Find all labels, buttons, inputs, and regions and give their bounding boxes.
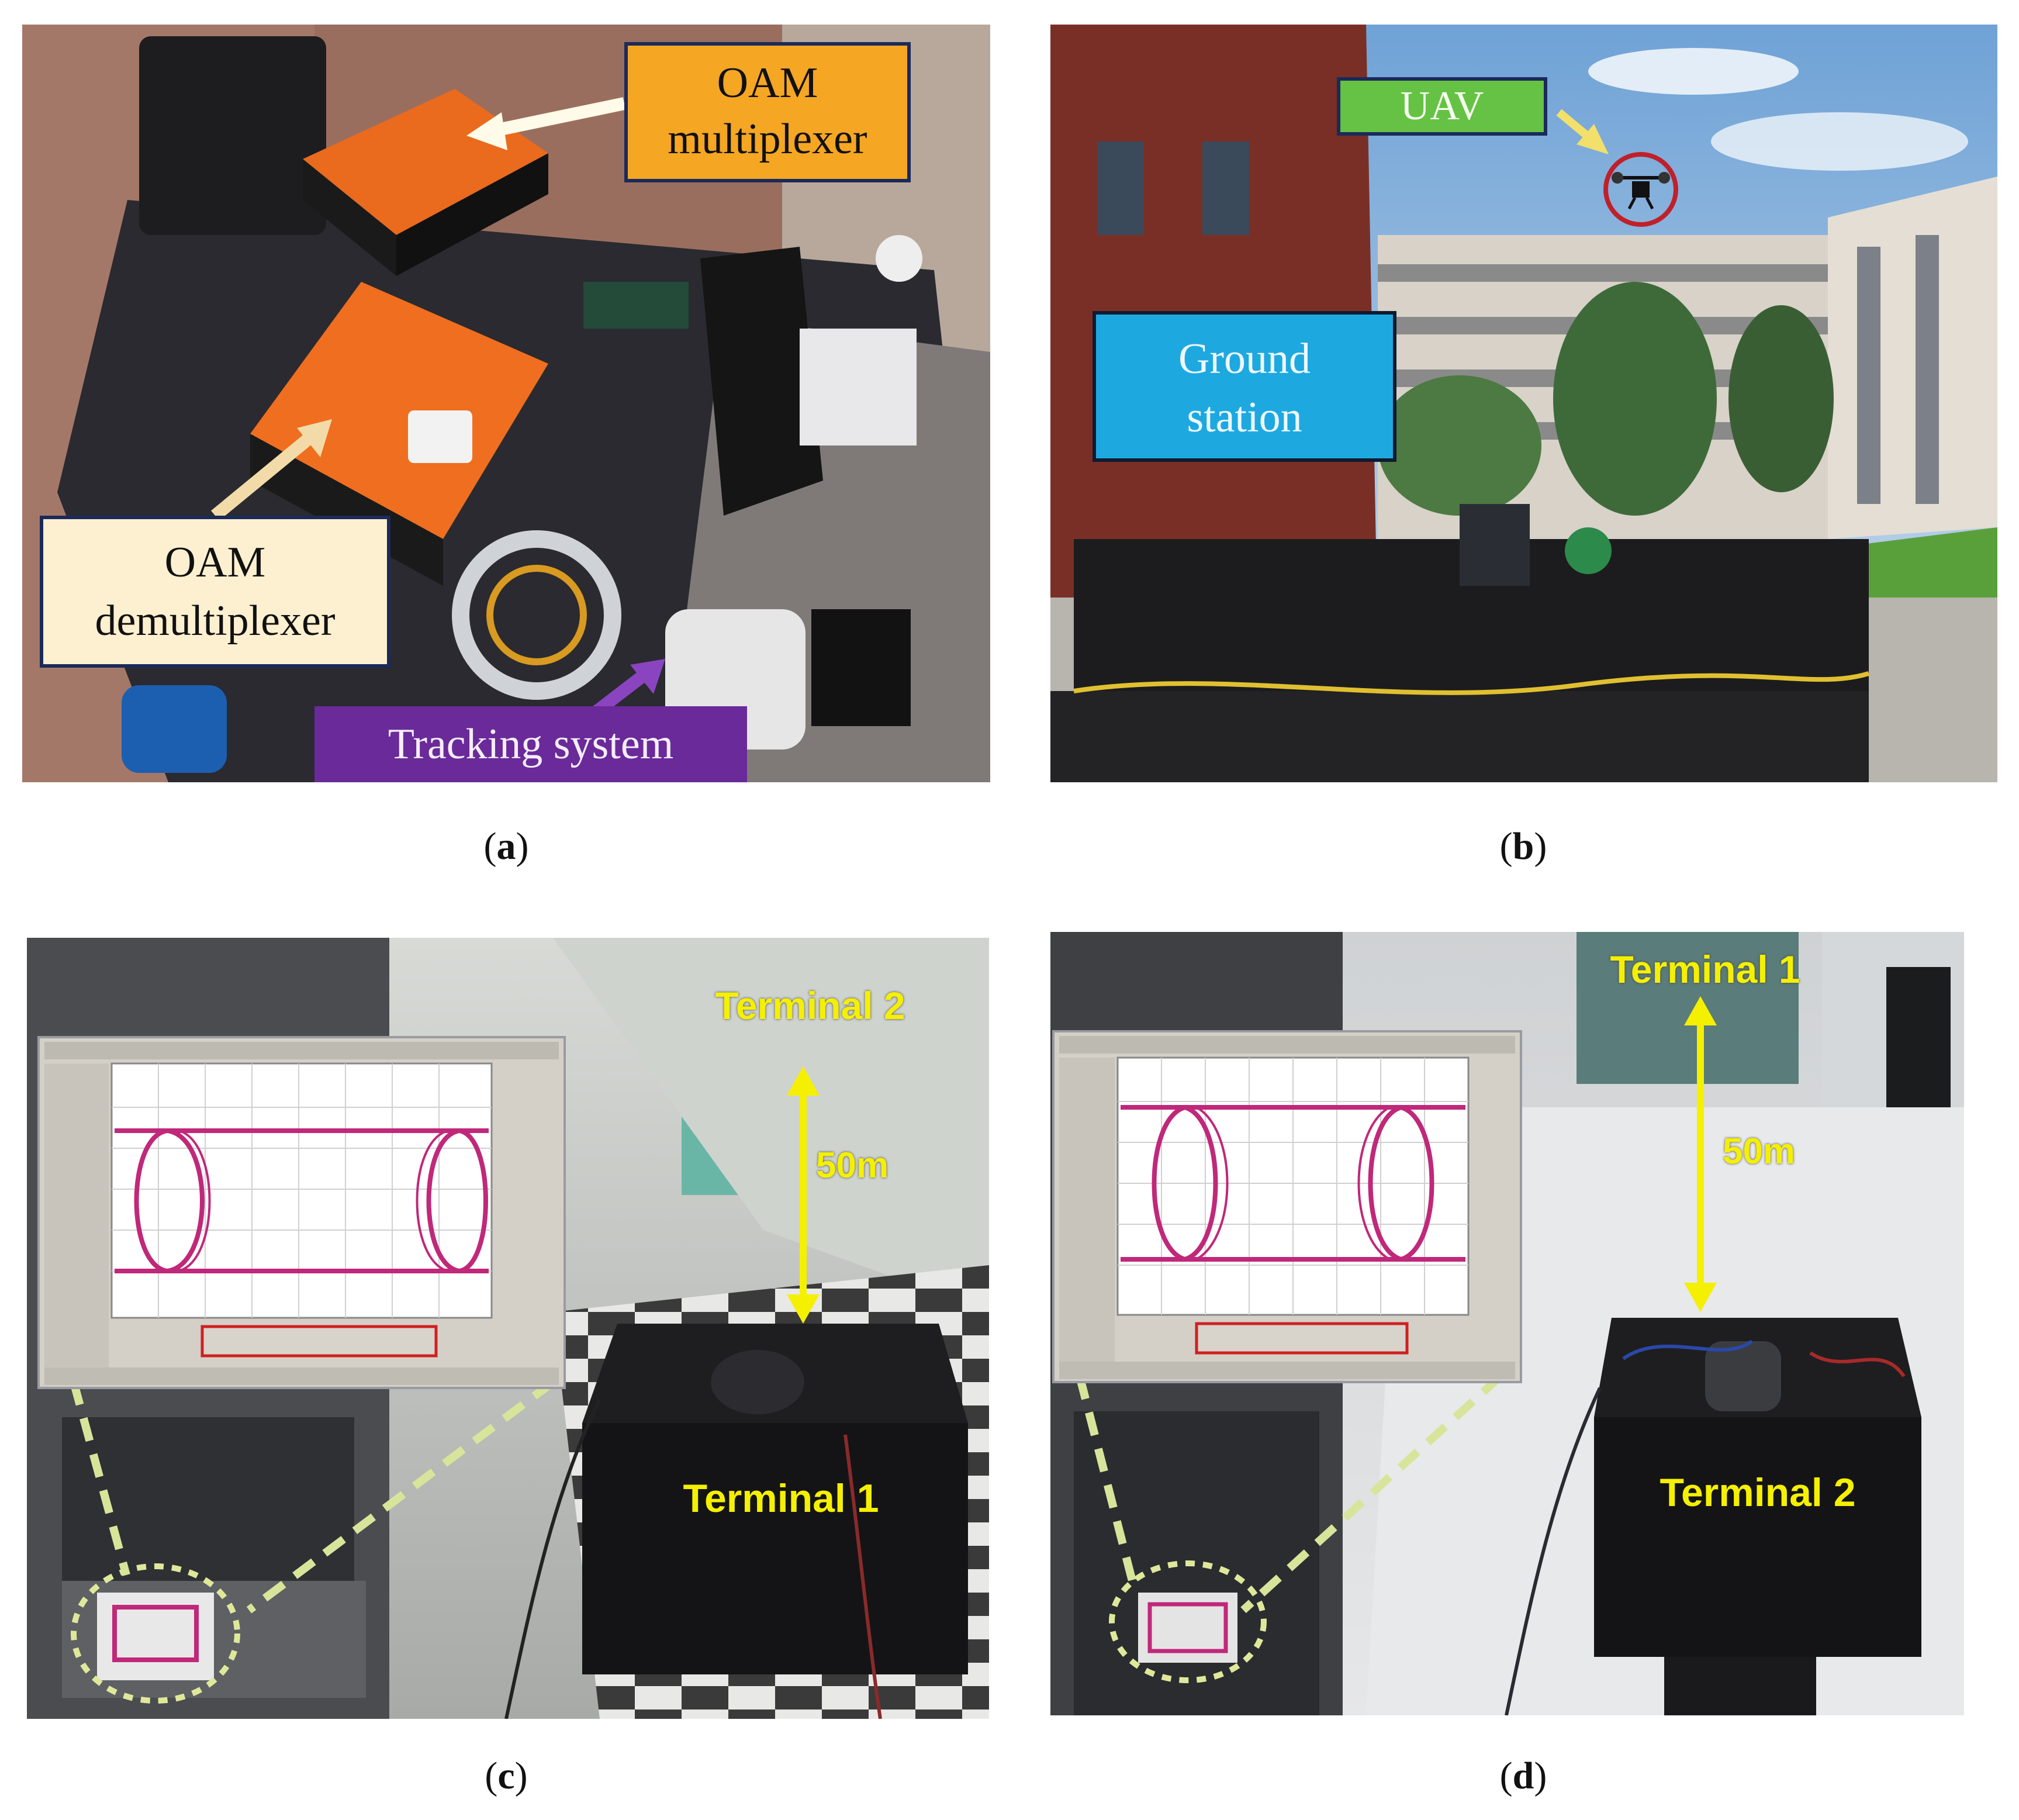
oam-demultiplexer-line2: demultiplexer	[95, 597, 336, 645]
terminal-1-label: Terminal 1	[683, 1476, 879, 1521]
eye-diagram	[115, 1128, 489, 1273]
tracking-system-text: Tracking system	[388, 720, 674, 768]
scope-highlight-circle	[1109, 1560, 1267, 1683]
eye-diagram	[1121, 1105, 1465, 1262]
oam-demultiplexer-label: OAM demultiplexer	[40, 516, 390, 668]
demux-arrow	[211, 429, 319, 521]
distance-label: 50m	[1723, 1131, 1796, 1172]
caption-c-letter: c	[497, 1755, 515, 1797]
distance-label: 50m	[816, 1145, 889, 1186]
panel-c-photo: Terminal 2 50m Terminal 1	[27, 938, 989, 1719]
panel-a-photo: OAM multiplexer OAM demultiplexer Tracki…	[22, 25, 990, 782]
oam-multiplexer-label: OAM multiplexer	[624, 42, 911, 182]
oscilloscope-inset	[37, 1036, 566, 1389]
terminal-1-label: Terminal 1	[1610, 948, 1800, 991]
panel-d-photo: Terminal 1 50m Terminal 2	[1050, 932, 1964, 1715]
panel-c-scene	[27, 938, 989, 1719]
oam-multiplexer-line2: multiplexer	[668, 115, 867, 163]
terminal-2-label: Terminal 2	[1660, 1470, 1856, 1515]
tracking-system-label: Tracking system	[314, 706, 747, 782]
terminal-2-label: Terminal 2	[715, 984, 905, 1027]
ground-station-label: Ground station	[1093, 311, 1396, 462]
scope-highlight-circle	[71, 1563, 240, 1704]
oam-multiplexer-line1: OAM	[717, 59, 818, 107]
caption-d: (d)	[1499, 1755, 1547, 1797]
caption-a: (a)	[483, 825, 529, 868]
ground-station-line2: station	[1187, 393, 1302, 441]
oam-demultiplexer-line1: OAM	[164, 538, 266, 586]
uav-label: UAV	[1337, 77, 1547, 136]
caption-c: (c)	[485, 1755, 528, 1797]
caption-b-letter: b	[1512, 825, 1534, 868]
mux-arrow	[482, 97, 626, 139]
panel-d-scene	[1050, 932, 1964, 1715]
caption-b: (b)	[1499, 825, 1547, 868]
panel-b-photo: UAV Ground station	[1050, 25, 1997, 782]
ground-station-line1: Ground	[1178, 335, 1311, 383]
uav-icon	[1612, 172, 1670, 210]
demux-box	[250, 282, 548, 539]
uav-highlight-circle	[1603, 152, 1678, 227]
caption-a-letter: a	[496, 825, 516, 868]
caption-d-letter: d	[1512, 1755, 1534, 1797]
uav-text: UAV	[1400, 84, 1484, 129]
oscilloscope-inset	[1052, 1030, 1522, 1383]
